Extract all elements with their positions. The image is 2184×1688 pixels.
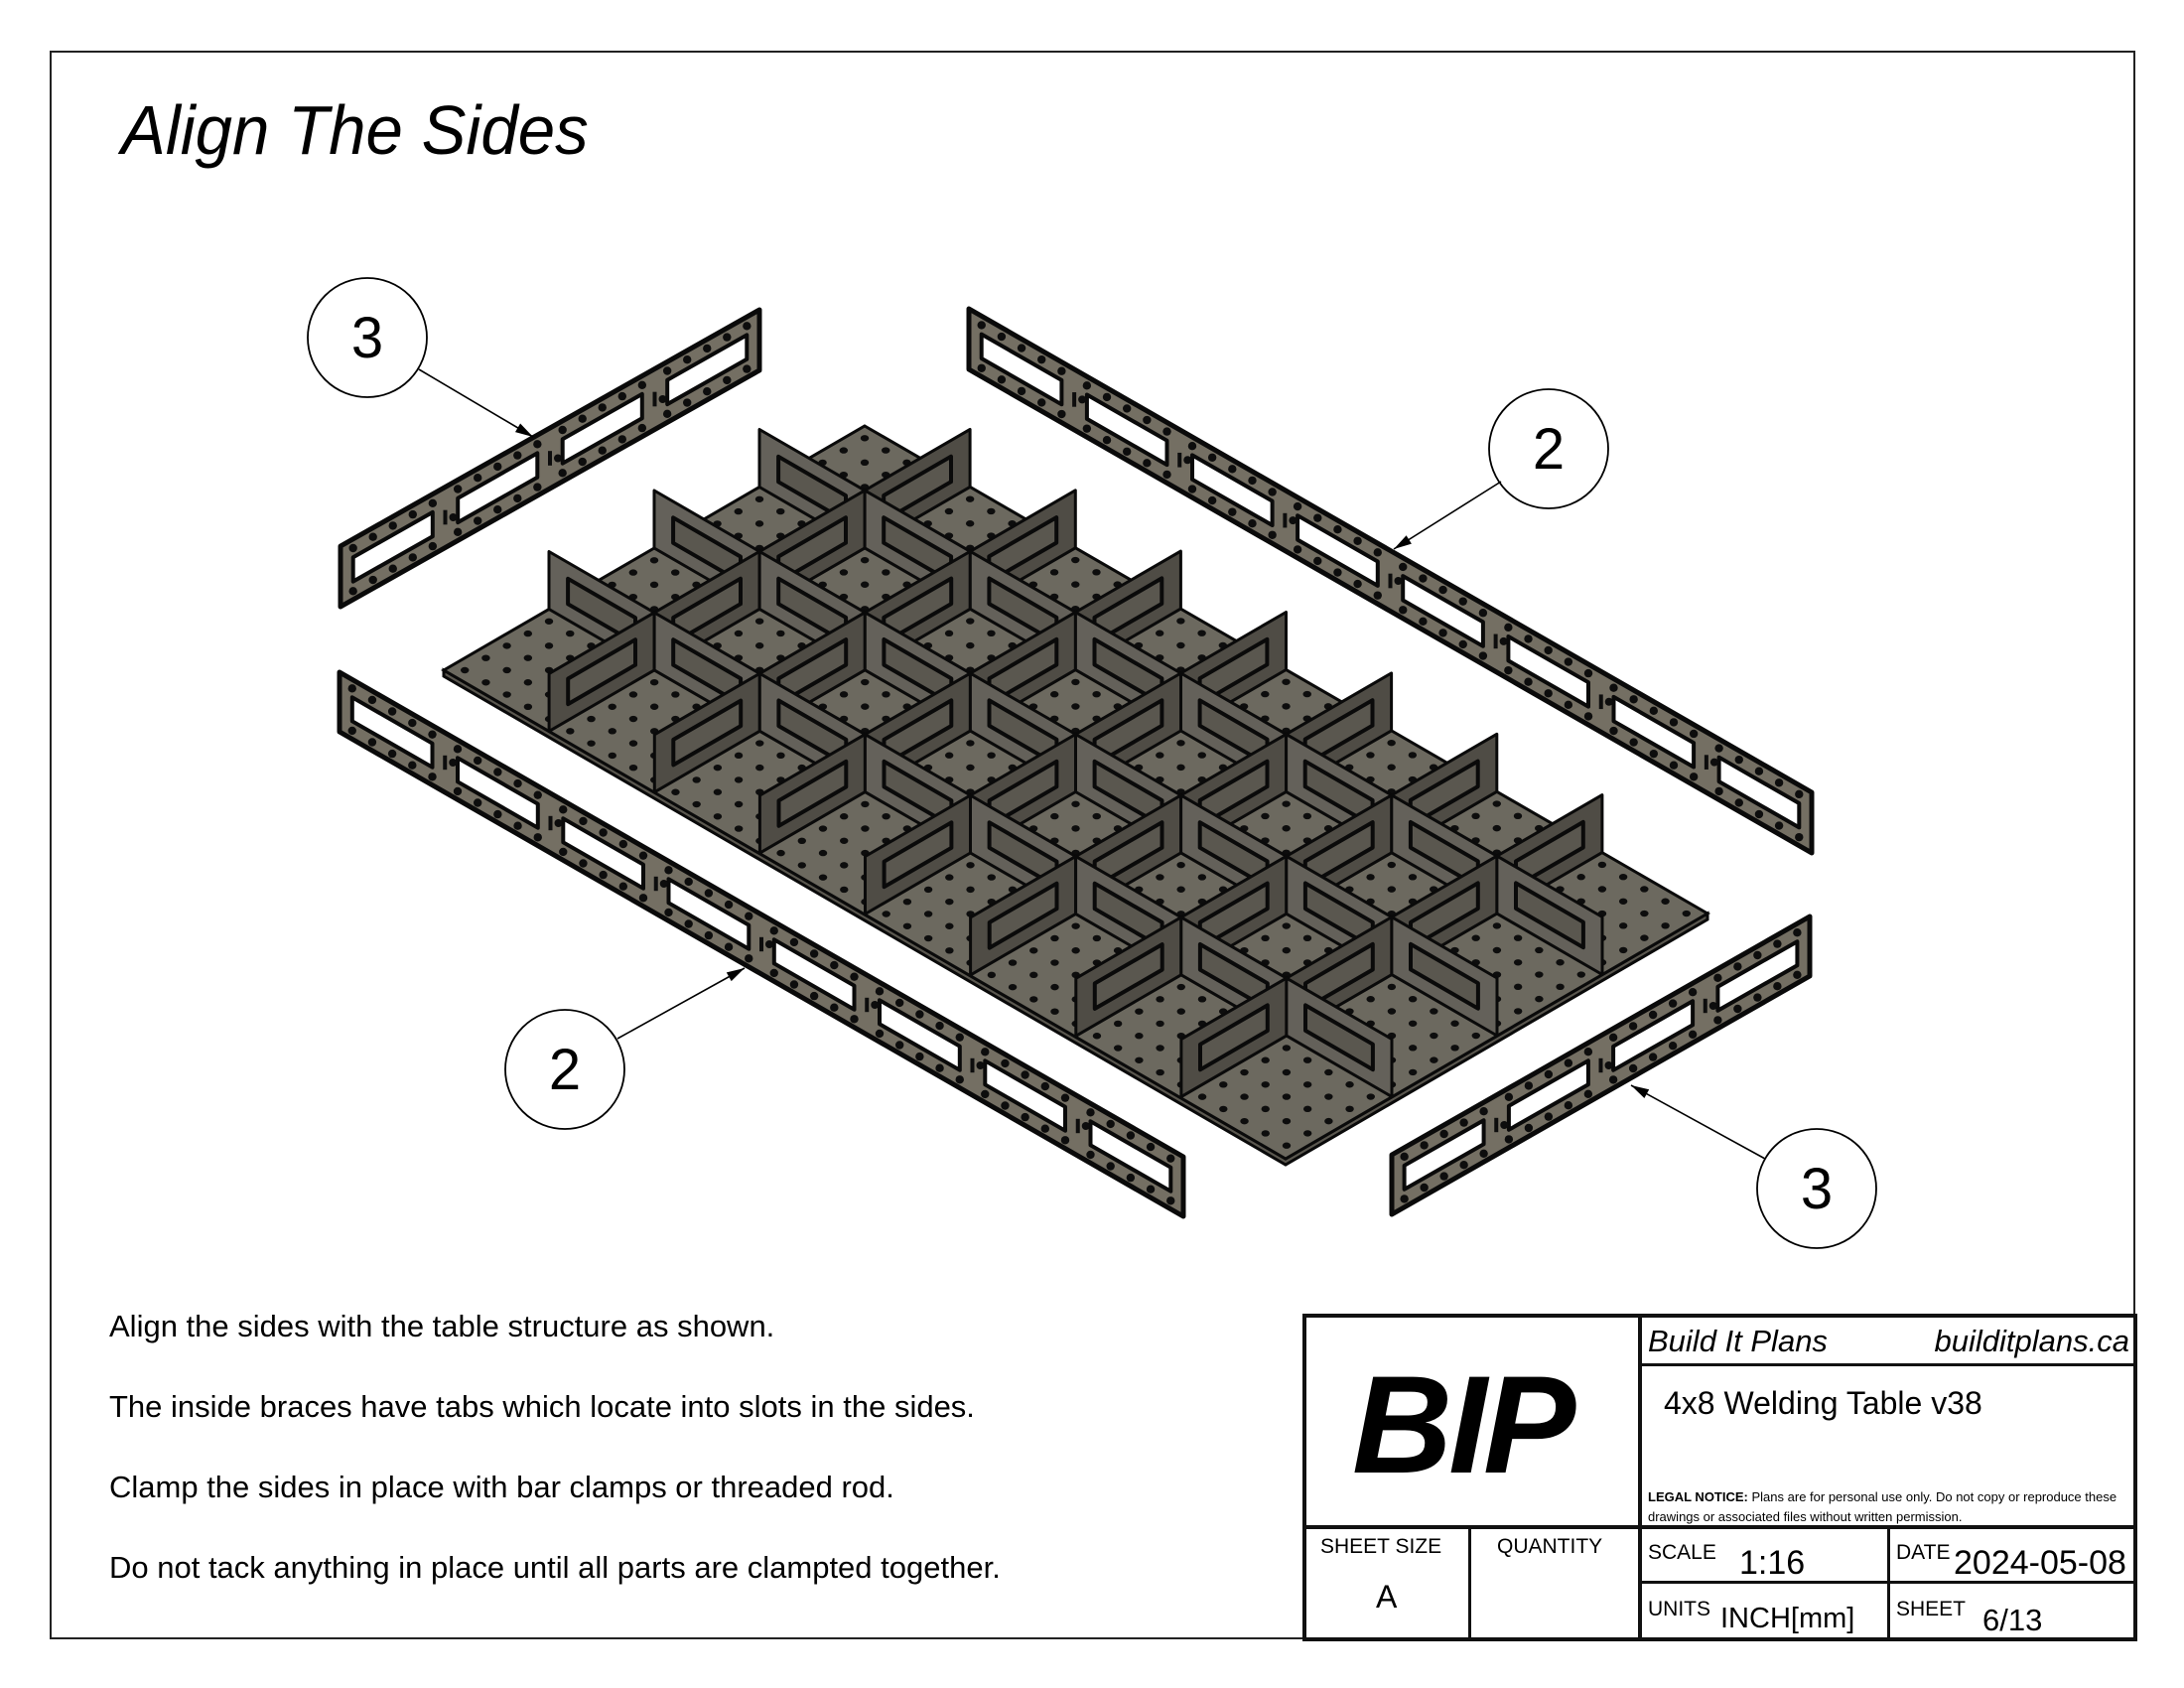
tb-divider-units — [1638, 1581, 2133, 1584]
page-title: Align The Sides — [121, 91, 589, 169]
units-value: INCH[mm] — [1720, 1603, 1855, 1634]
slot — [1715, 939, 1800, 1013]
slot — [456, 451, 540, 525]
callout-balloon-3: 3 — [1630, 1084, 1877, 1249]
side-long-top-part-2 — [966, 306, 1815, 856]
callout-number: 3 — [1801, 1157, 1833, 1221]
slot — [1401, 574, 1485, 648]
slot — [1716, 755, 1802, 830]
slot — [1611, 999, 1696, 1072]
table-plate-with-braces — [441, 424, 1710, 1167]
company-website: builditplans.ca — [1934, 1324, 2129, 1358]
slot — [561, 816, 645, 891]
slot — [771, 937, 857, 1012]
slot — [983, 1058, 1067, 1133]
bip-logo: BIP — [1352, 1346, 1575, 1502]
side-short-top-part-3 — [338, 307, 762, 610]
leader-arrowhead — [515, 423, 533, 437]
slot — [1088, 1119, 1173, 1194]
callout-number: 3 — [351, 306, 383, 370]
callout-number: 2 — [549, 1038, 581, 1102]
slot — [878, 998, 962, 1072]
sheet-border — [50, 51, 2135, 1639]
slot — [979, 332, 1064, 407]
legal-notice-text: Plans are for personal use only. Do not … — [1648, 1489, 2117, 1524]
slot — [1402, 1118, 1486, 1192]
slot — [1296, 513, 1380, 588]
slot — [1190, 453, 1275, 527]
callout-balloon-3: 3 — [307, 277, 534, 438]
date-label: DATE — [1896, 1541, 1951, 1564]
note-4: Do not tack anything in place until all … — [109, 1550, 1001, 1585]
units-label: UNITS — [1648, 1598, 1710, 1620]
slot — [666, 877, 751, 951]
scale-value: 1:16 — [1739, 1544, 1806, 1582]
sheet-size-value: A — [1376, 1579, 1398, 1615]
side-short-bottom-part-3 — [1389, 914, 1813, 1217]
callout-number: 2 — [1533, 417, 1565, 482]
leader-arrowhead — [1631, 1085, 1650, 1098]
tb-divider-logo — [1638, 1318, 1642, 1637]
tb-divider-company — [1638, 1363, 2133, 1366]
sheet-label: SHEET — [1896, 1598, 1967, 1620]
scale-label: SCALE — [1648, 1541, 1716, 1564]
slot — [665, 333, 750, 407]
company-name: Build It Plans — [1648, 1324, 1828, 1358]
tb-divider-sheetsize — [1468, 1525, 1471, 1637]
sheet-size-label: SHEET SIZE — [1320, 1535, 1442, 1558]
note-2: The inside braces have tabs which locate… — [109, 1389, 975, 1424]
slot — [1611, 694, 1697, 770]
date-value: 2024-05-08 — [1954, 1544, 2126, 1582]
callout-balloons: 3 2 2 3 — [307, 277, 1877, 1249]
title-block: BIP Build It Plans builditplans.ca 4x8 W… — [1302, 1314, 2137, 1641]
sheet-number: 6/13 — [1982, 1603, 2043, 1637]
legal-notice: LEGAL NOTICE: Plans are for personal use… — [1648, 1487, 2144, 1527]
note-1: Align the sides with the table structure… — [109, 1309, 775, 1343]
tb-divider-horizontal — [1306, 1525, 2133, 1529]
slot — [1084, 392, 1169, 468]
slot — [456, 756, 540, 830]
callout-balloon-2: 2 — [504, 967, 746, 1130]
slot — [560, 391, 644, 466]
slot — [349, 695, 435, 770]
leader-arrowhead — [1394, 535, 1412, 549]
project-name: 4x8 Welding Table v38 — [1664, 1385, 1982, 1421]
side-long-bottom-part-2 — [337, 669, 1186, 1219]
leader-arrowhead — [726, 968, 745, 982]
callout-balloon-2: 2 — [1393, 388, 1609, 550]
quantity-label: QUANTITY — [1497, 1535, 1603, 1558]
note-3: Clamp the sides in place with bar clamps… — [109, 1470, 894, 1504]
slot — [1506, 634, 1590, 709]
side-parts — [337, 306, 1815, 1219]
slot — [1506, 1058, 1590, 1132]
slot — [350, 509, 435, 584]
legal-notice-label: LEGAL NOTICE: — [1648, 1489, 1748, 1504]
